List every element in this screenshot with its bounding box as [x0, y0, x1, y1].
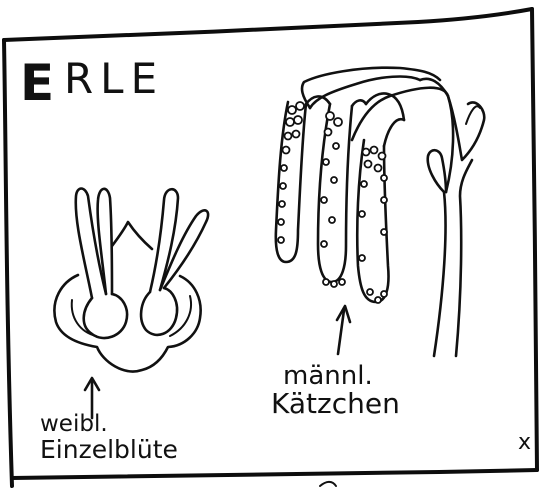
- female-label: weibl. Einzelblüte: [40, 411, 178, 464]
- female-label-line1: weibl.: [40, 411, 108, 437]
- title-rest: RLE: [64, 54, 164, 103]
- right-ovary: [141, 288, 177, 335]
- catkin-anthers: [278, 102, 387, 303]
- catkin-3: [357, 140, 388, 302]
- male-label-line2: Kätzchen: [271, 387, 400, 420]
- male-catkins-drawing: [276, 68, 484, 356]
- female-label-line2: Einzelblüte: [40, 435, 178, 464]
- left-ovary: [84, 294, 127, 338]
- female-flower-drawing: [54, 189, 208, 372]
- left-style-inner: [98, 189, 112, 294]
- twig: [434, 192, 446, 356]
- male-label: männl. Kätzchen: [271, 361, 400, 420]
- male-arrow: [337, 306, 350, 354]
- title-first-letter: E: [20, 54, 61, 112]
- catkin-2: [318, 104, 352, 282]
- corner-mark: x: [518, 430, 531, 455]
- title-group: E RLE: [20, 54, 164, 112]
